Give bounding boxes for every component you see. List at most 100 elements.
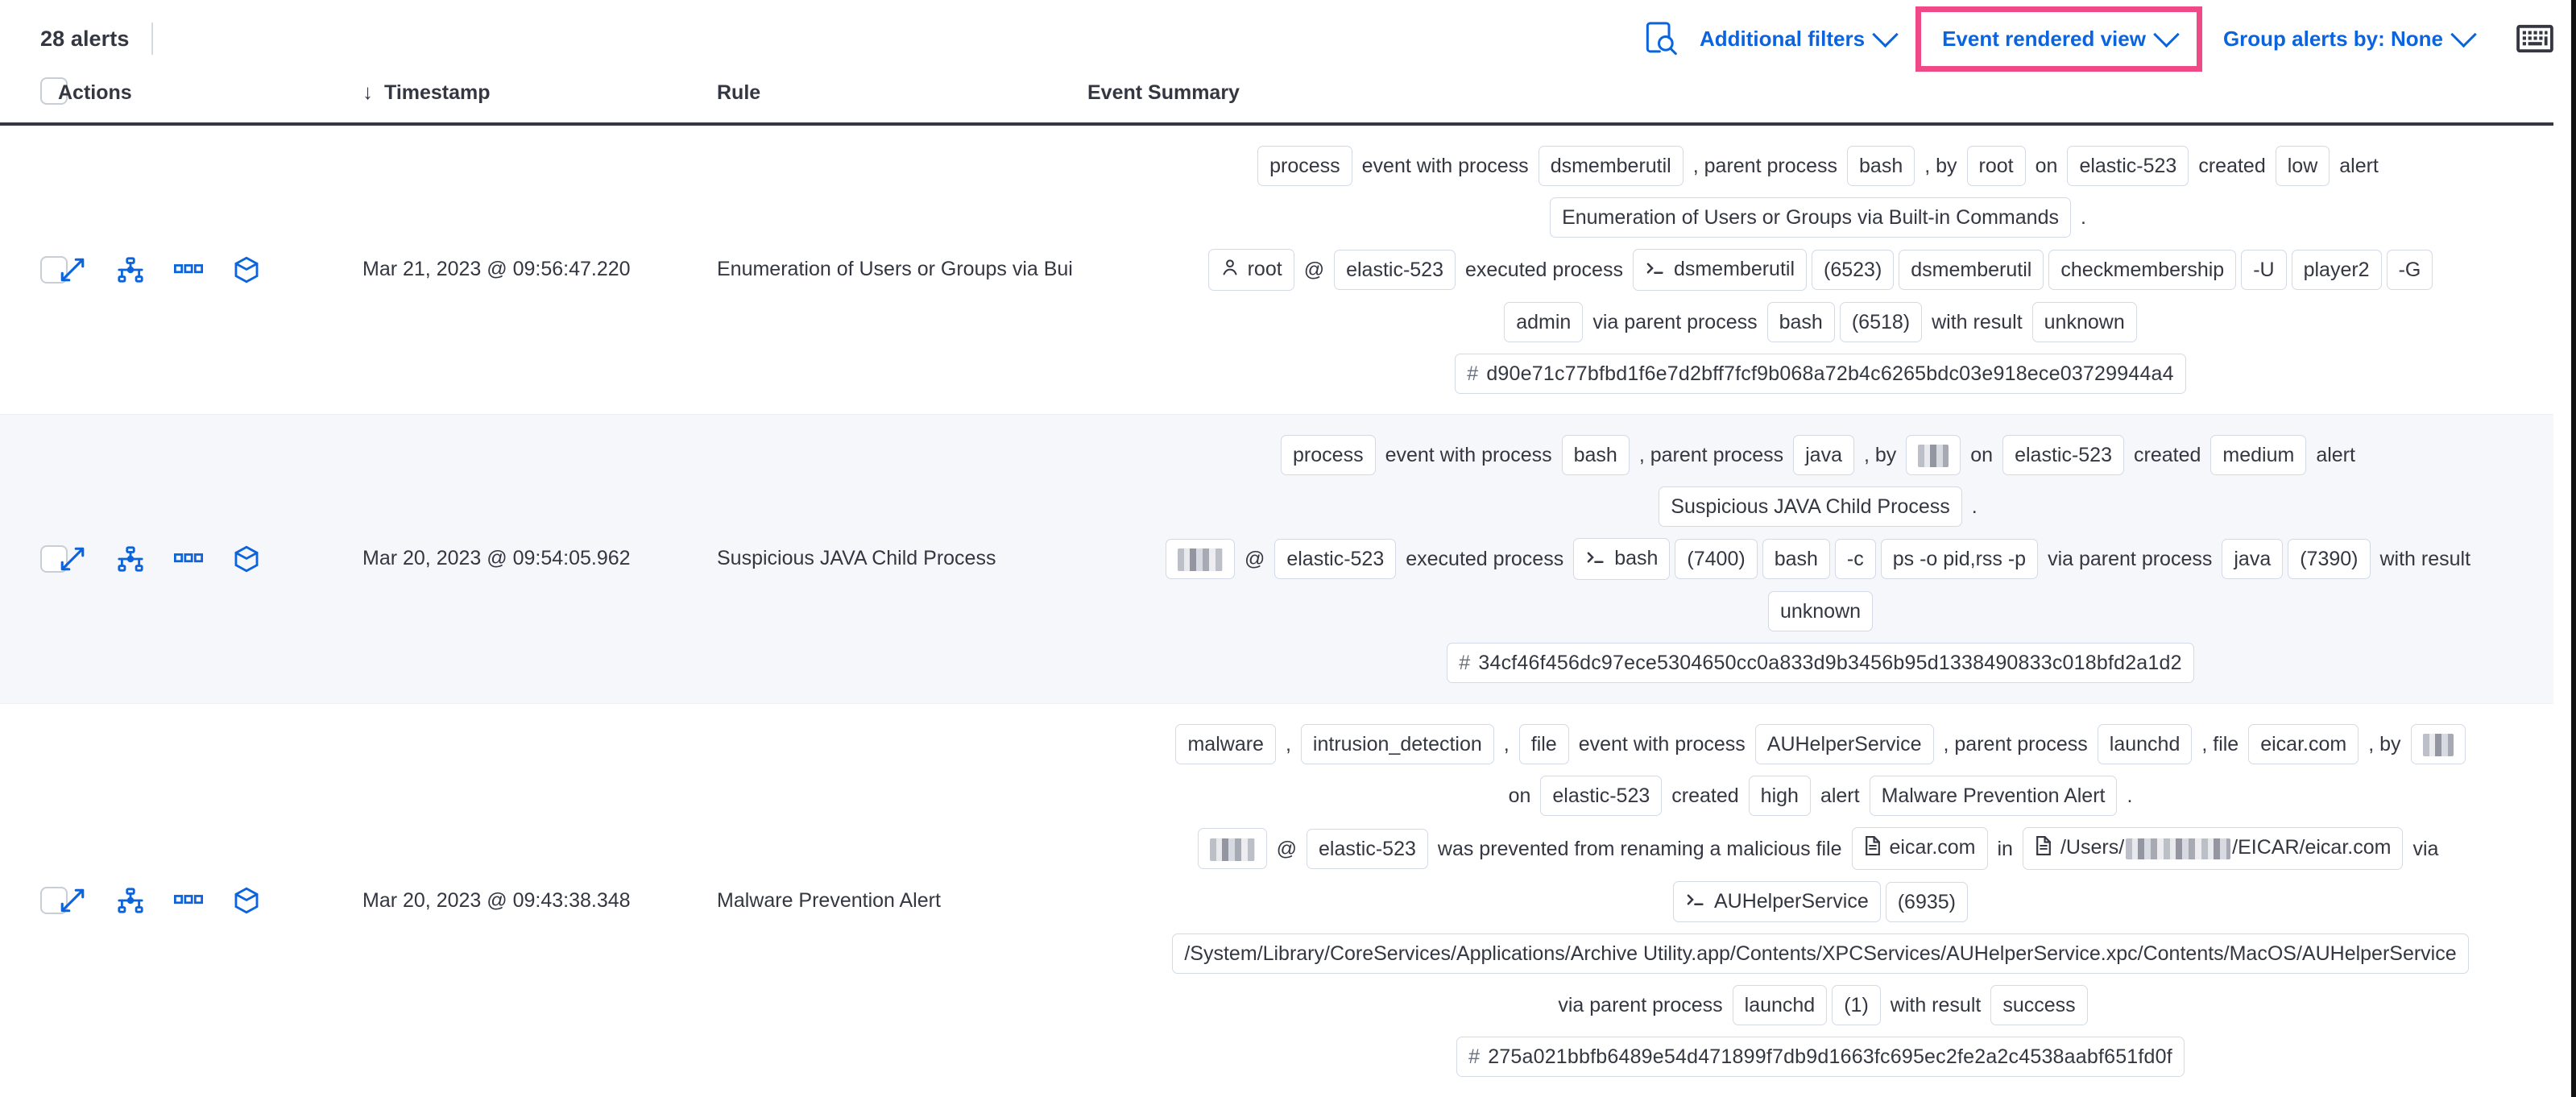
summary-badge[interactable]: bash	[1847, 146, 1915, 186]
summary-badge[interactable]	[1906, 434, 1961, 476]
summary-text: via parent process	[1558, 994, 1723, 1017]
summary-badge[interactable]: file	[1518, 723, 1569, 764]
summary-badge[interactable]: unknown	[1767, 590, 1874, 631]
summary-badge[interactable]: elastic-523	[1540, 776, 1663, 817]
analyzer-icon[interactable]	[116, 255, 145, 284]
summary-badge[interactable]: -U	[2241, 249, 2287, 290]
summary-badge[interactable]	[1197, 828, 1267, 869]
keyboard-shortcuts-button[interactable]	[2516, 23, 2553, 54]
summary-text: via parent process	[1592, 310, 1758, 333]
summary-badge[interactable]: launchd	[2097, 723, 2193, 764]
summary-badge[interactable]: java	[1793, 435, 1854, 476]
summary-badge[interactable]: Suspicious JAVA Child Process	[1659, 486, 1962, 528]
badge-label-suffix: /EICAR/eicar.com	[2232, 836, 2392, 859]
summary-badge[interactable]: unknown	[2031, 301, 2137, 342]
column-header-timestamp[interactable]: ↓Timestamp	[362, 77, 717, 126]
summary-badge[interactable]: (6518)	[1839, 301, 1923, 342]
summary-badge[interactable]: bash	[1762, 538, 1830, 579]
summary-badge[interactable]: dsmemberutil	[1538, 146, 1684, 186]
row-rule-name[interactable]: Enumeration of Users or Groups via Bui	[717, 258, 1073, 281]
summary-badge[interactable]: medium	[2210, 435, 2307, 476]
summary-badge[interactable]: malware	[1175, 723, 1276, 764]
session-view-icon[interactable]	[232, 886, 261, 915]
summary-badge[interactable]: high	[1748, 776, 1811, 817]
event-hash-badge[interactable]: #275a021bbfb6489e54d471899f7db9d1663fc69…	[1456, 1037, 2185, 1078]
summary-badge[interactable]: dsmemberutil	[1899, 249, 2044, 290]
analyzer-icon[interactable]	[116, 886, 145, 915]
summary-badge[interactable]: eicar.com	[2248, 723, 2359, 764]
row-rule-name[interactable]: Malware Prevention Alert	[717, 702, 1087, 1097]
summary-badge[interactable]: bash	[1573, 538, 1671, 580]
additional-filters-button[interactable]: Additional filters	[1700, 21, 1899, 52]
badge-label: high	[1760, 784, 1799, 808]
summary-badge[interactable]: eicar.com	[1851, 827, 1988, 871]
alerts-table-header: Actions ↓Timestamp Rule Event Summary	[0, 77, 2553, 126]
summary-badge[interactable]: elastic-523	[1306, 828, 1428, 869]
expand-icon[interactable]	[58, 544, 87, 573]
event-hash-badge[interactable]: #34cf46f456dc97ece5304650cc0a833d9b3456b…	[1447, 642, 2194, 683]
event-summary-line: Suspicious JAVA Child Process.	[1087, 481, 2553, 532]
analyzer-icon[interactable]	[116, 544, 145, 573]
summary-badge[interactable]: bash	[1766, 301, 1835, 342]
summary-badge[interactable]: /Users//EICAR/eicar.com	[2022, 827, 2404, 871]
summary-badge[interactable]: (1)	[1832, 985, 1881, 1026]
summary-badge[interactable]: process	[1281, 435, 1376, 476]
session-view-icon[interactable]	[232, 544, 261, 573]
badge-label: bash	[1573, 444, 1617, 467]
summary-badge[interactable]: admin	[1504, 301, 1584, 342]
summary-badge[interactable]	[1165, 538, 1235, 580]
expand-icon[interactable]	[58, 886, 87, 915]
summary-badge[interactable]: elastic-523	[1334, 249, 1456, 290]
column-header-rule[interactable]: Rule	[717, 77, 1087, 126]
summary-badge[interactable]: bash	[1561, 435, 1630, 476]
summary-badge[interactable]: root	[1207, 249, 1294, 291]
hash-symbol: #	[1468, 1045, 1481, 1069]
column-header-event-summary[interactable]: Event Summary	[1087, 77, 2553, 126]
expand-icon[interactable]	[58, 255, 87, 284]
badge-label: elastic-523	[1318, 837, 1416, 860]
summary-badge[interactable]: success	[1990, 985, 2088, 1026]
summary-badge[interactable]: (7400)	[1675, 538, 1758, 579]
column-header-actions[interactable]: Actions	[58, 77, 362, 126]
summary-badge[interactable]: (6523)	[1812, 249, 1895, 290]
summary-badge[interactable]: Malware Prevention Alert	[1869, 776, 2118, 817]
chevron-down-icon	[2450, 21, 2477, 48]
summary-badge[interactable]: intrusion_detection	[1300, 723, 1494, 764]
summary-badge[interactable]: -G	[2386, 249, 2433, 290]
row-rule-name[interactable]: Suspicious JAVA Child Process	[717, 413, 1087, 704]
summary-badge[interactable]: Enumeration of Users or Groups via Built…	[1550, 197, 2071, 238]
summary-badge[interactable]: (7390)	[2288, 538, 2371, 579]
summary-badge[interactable]: elastic-523	[2002, 435, 2124, 476]
more-actions-icon[interactable]	[174, 544, 203, 573]
more-actions-icon[interactable]	[174, 886, 203, 915]
more-actions-icon[interactable]	[174, 255, 203, 284]
summary-badge[interactable]: -c	[1834, 538, 1876, 579]
summary-badge[interactable]: process	[1257, 146, 1352, 186]
summary-badge[interactable]: root	[1966, 146, 2026, 186]
redacted-user-name	[2422, 734, 2454, 757]
summary-badge[interactable]: /System/Library/CoreServices/Application…	[1172, 933, 2469, 975]
summary-badge[interactable]: checkmembership	[2048, 249, 2237, 290]
summary-badge[interactable]: elastic-523	[2067, 146, 2189, 186]
summary-badge[interactable]	[2410, 723, 2466, 765]
row-timestamp: Mar 20, 2023 @ 09:43:38.348	[362, 702, 717, 1097]
badge-label: java	[2234, 547, 2272, 570]
summary-badge[interactable]: low	[2275, 146, 2330, 186]
summary-badge[interactable]: ps -o pid,rss -p	[1880, 538, 2039, 579]
summary-badge[interactable]: dsmemberutil	[1632, 249, 1808, 291]
session-view-icon[interactable]	[232, 255, 261, 284]
event-rendered-view-button[interactable]: Event rendered view	[1942, 21, 2180, 52]
summary-badge[interactable]: player2	[2291, 249, 2382, 290]
summary-badge[interactable]: AUHelperService	[1754, 723, 1934, 764]
event-hash-badge[interactable]: #d90e71c77bfbd1f6e7d2bff7fcf9b068a72b4c6…	[1455, 353, 2186, 394]
summary-badge[interactable]: AUHelperService	[1672, 881, 1881, 923]
summary-badge[interactable]: (6935)	[1885, 881, 1968, 922]
summary-badge[interactable]: elastic-523	[1274, 538, 1397, 579]
group-alerts-by-button[interactable]: Group alerts by: None	[2223, 21, 2477, 52]
summary-badge[interactable]: java	[2222, 538, 2284, 579]
inspect-icon[interactable]	[1643, 19, 1679, 58]
summary-badge[interactable]: launchd	[1732, 985, 1828, 1026]
